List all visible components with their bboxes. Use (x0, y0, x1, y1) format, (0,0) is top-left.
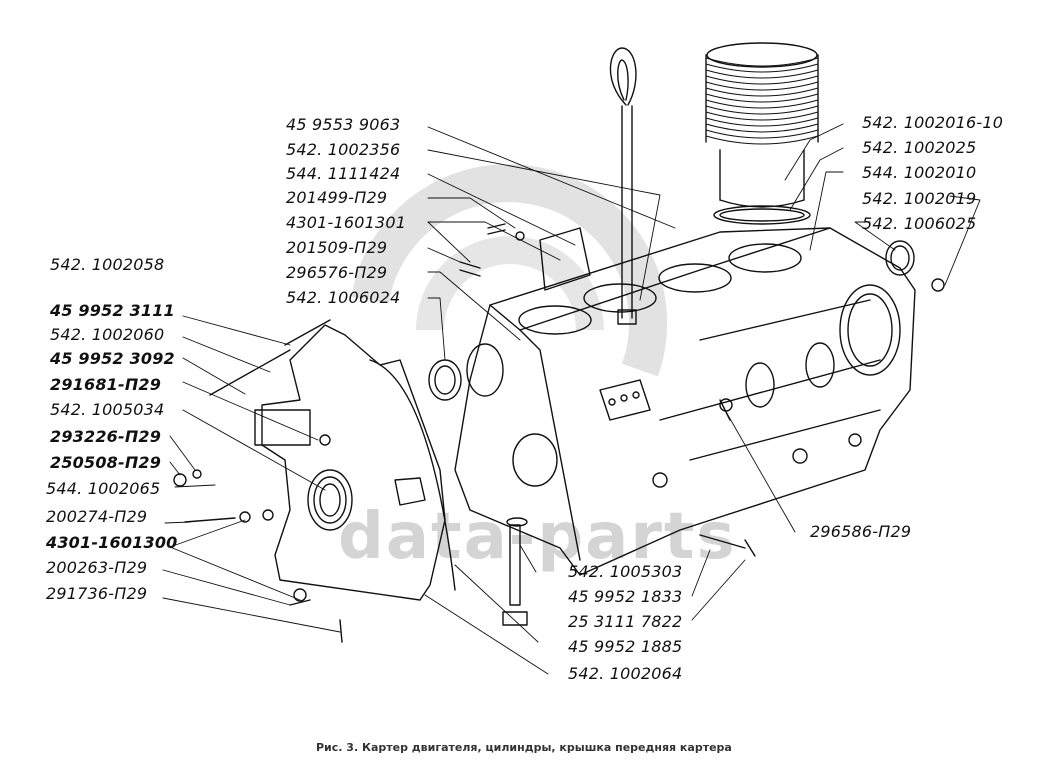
bearing-shell-front (428, 359, 462, 401)
part-label: 4301-1601301 (286, 213, 407, 232)
engine-block (454, 227, 916, 576)
dipstick (609, 47, 637, 325)
part-label: 544. 1002065 (46, 479, 161, 498)
part-label: 293226-П29 (50, 427, 162, 446)
cylinder (705, 42, 819, 225)
part-label: 542. 1002019 (862, 189, 977, 208)
part-label: 201499-П29 (286, 188, 388, 207)
part-label: 542. 1005303 (568, 562, 683, 581)
part-label: 542. 1002016-10 (862, 113, 1004, 132)
part-label: 200274-П29 (46, 507, 148, 526)
part-label: 201509-П29 (286, 238, 388, 257)
part-label: 45 9553 9063 (286, 115, 401, 134)
part-label: 544. 1002010 (862, 163, 977, 182)
bearing-shell-rear (885, 240, 945, 292)
part-label: 25 3111 7822 (568, 612, 683, 631)
part-label: 296586-П29 (810, 522, 912, 541)
part-label: 544. 1111424 (286, 164, 401, 183)
part-label: 45 9952 3111 (50, 301, 175, 320)
part-label: 291681-П29 (50, 375, 162, 394)
figure-caption: Рис. 3. Картер двигателя, цилиндры, крыш… (316, 741, 732, 754)
part-label: 542. 1002058 (50, 255, 165, 274)
front-cover (209, 319, 456, 602)
part-label: 542. 1006025 (862, 214, 977, 233)
part-label: 542. 1002356 (286, 140, 401, 159)
part-label: 4301-1601300 (46, 533, 178, 552)
part-label: 250508-П29 (50, 453, 162, 472)
part-label: 542. 1002064 (568, 664, 683, 683)
leader-lines (162, 123, 981, 675)
part-label: 291736-П29 (46, 584, 148, 603)
part-label: 542. 1005034 (50, 400, 165, 419)
fasteners (173, 223, 756, 643)
part-label: 542. 1002060 (50, 325, 165, 344)
part-label: 542. 1002025 (862, 138, 977, 157)
part-label: 296576-П29 (286, 263, 388, 282)
part-label: 200263-П29 (46, 558, 148, 577)
part-label: 45 9952 1885 (568, 637, 683, 656)
part-label: 542. 1006024 (286, 288, 401, 307)
part-label: 45 9952 1833 (568, 587, 683, 606)
watermark-text: data-parts (338, 500, 737, 574)
part-label: 45 9952 3092 (50, 349, 175, 368)
